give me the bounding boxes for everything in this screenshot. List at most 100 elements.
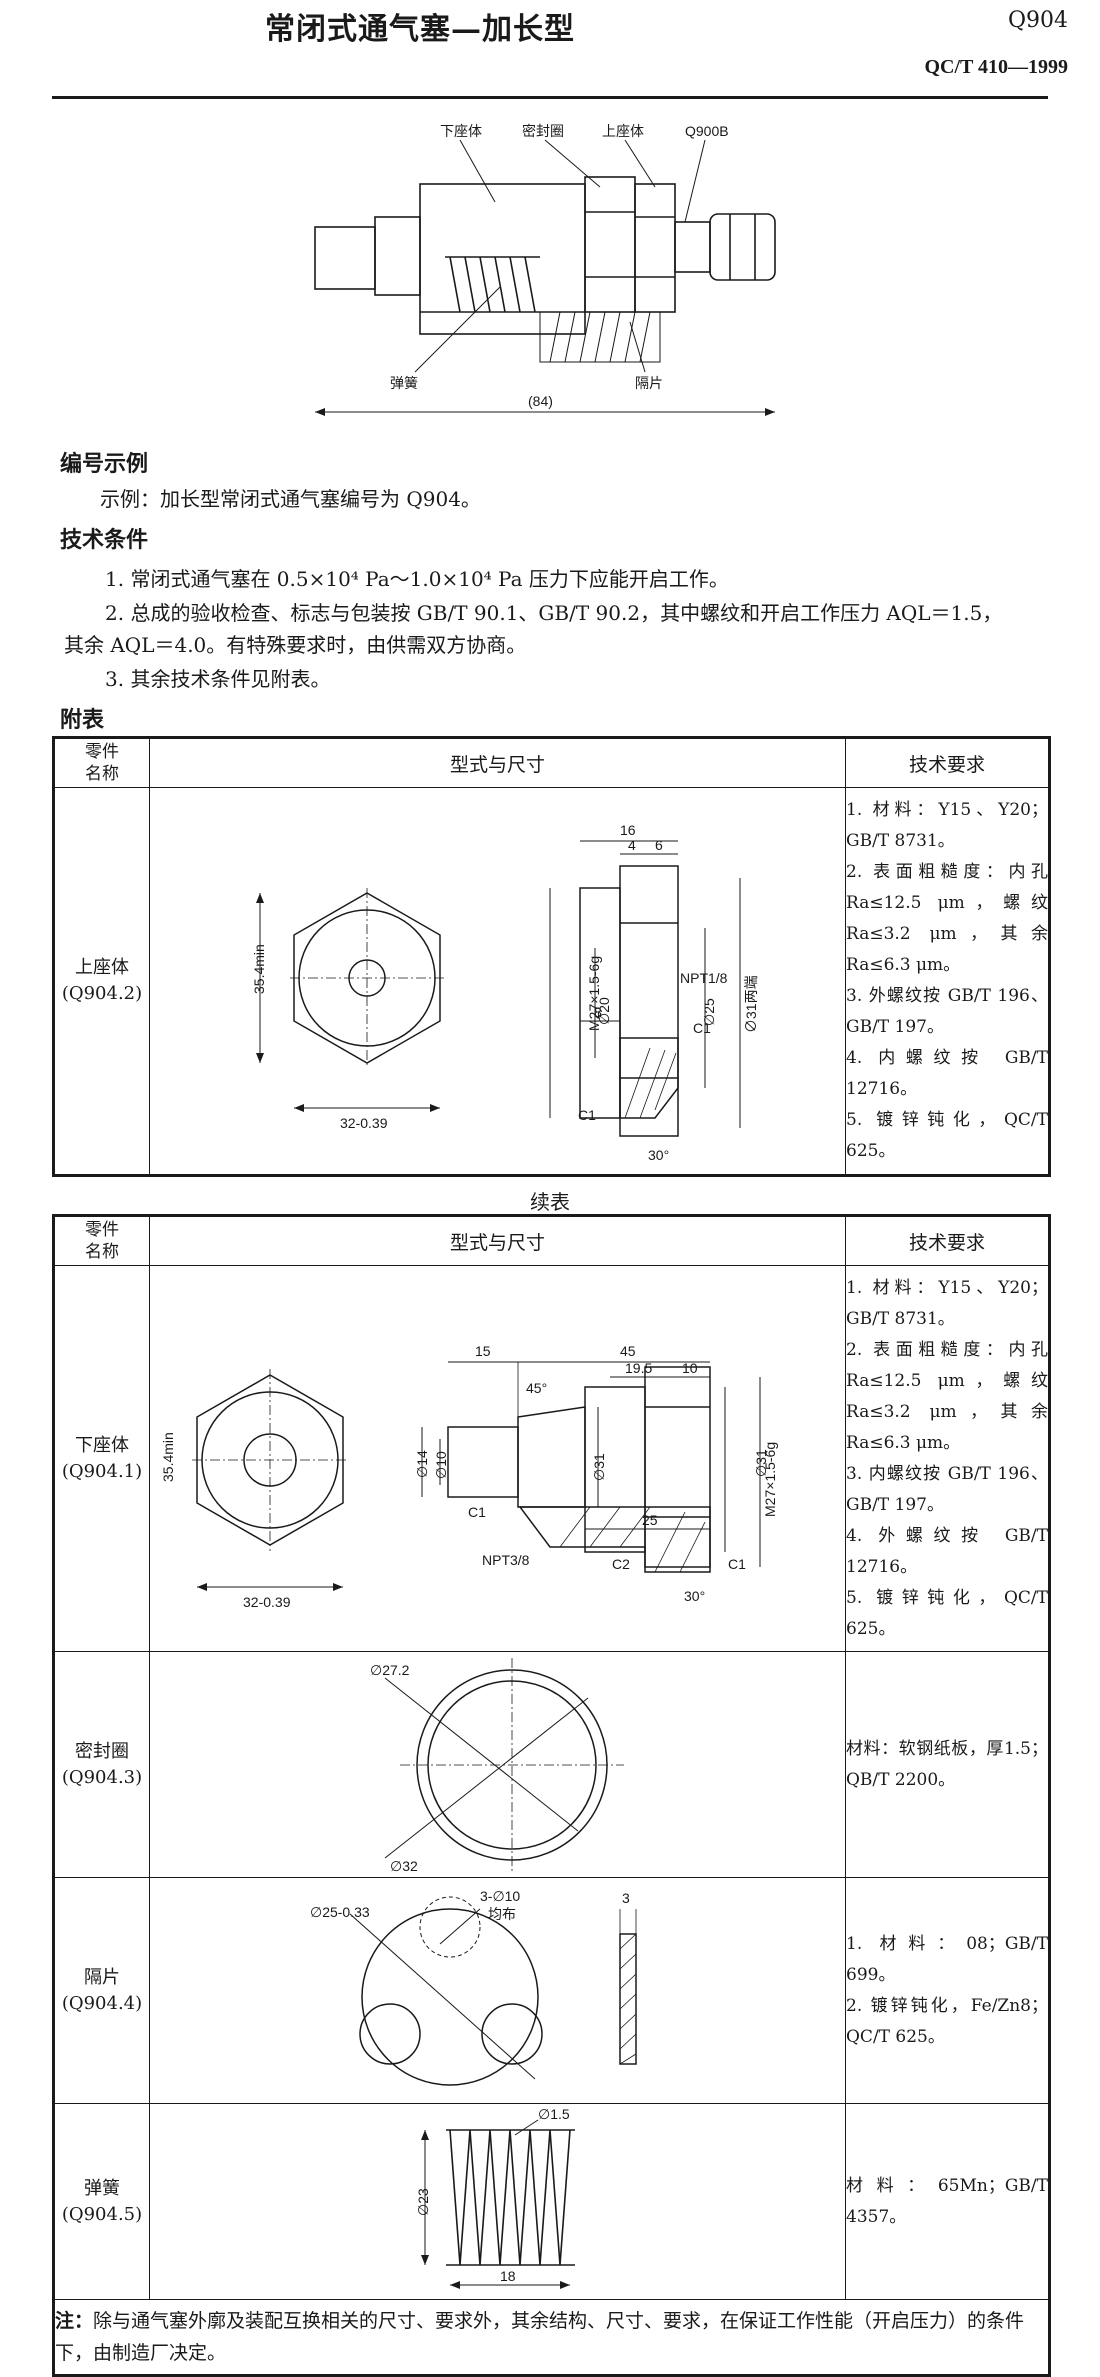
appendix-title: 附表 (60, 708, 105, 733)
upper-dim-thread: M27×1.5-6g (586, 956, 602, 1031)
spring-dim-wire: ∅1.5 (538, 2106, 570, 2122)
lower-dim-thread: M27×1.5-6g (762, 1441, 778, 1516)
req-spring-1: 材料：65Mn；GB/T 4357。 (846, 2175, 1048, 2227)
upper-dim-corners: 35.4min (251, 944, 267, 994)
upper-dim-phi31: ∅31两端 (743, 975, 759, 1033)
lower-dim-19-5: 19.5 (625, 1360, 652, 1376)
part-code: Q904 (1007, 8, 1068, 33)
upper-dim-4: 4 (628, 837, 636, 853)
assembly-neck (374, 216, 421, 296)
req-seal-1: 材料：软钢纸板，厚1.5；QB/T 2200。 (846, 1738, 1048, 1790)
upper-dim-npt: NPT1/8 (680, 970, 728, 986)
req-upper-5: 5. 镀锌钝化，QC/T 625。 (846, 1110, 1048, 1161)
upper-dim-16: 16 (620, 822, 636, 838)
assembly-hex-nut-1 (584, 176, 636, 313)
upper-section-hex (619, 865, 679, 1137)
part-name-spring: 弹簧 (Q904.5) (53, 2103, 150, 2300)
note-text: 除与通气塞外廓及装配互换相关的尺寸、要求外，其余结构、尺寸、要求，在保证工作性能… (55, 2310, 1025, 2364)
part-name-lower: 下座体 (Q904.1) (53, 1265, 150, 1652)
tech-item-1: 1. 常闭式通气塞在 0.5×10⁴ Pa～1.0×10⁴ Pa 压力下应能开启… (105, 567, 729, 591)
continued-table: 零件 名称 型式与尺寸 技术要求 下座体 (Q904.1) (52, 1214, 1051, 2377)
lower-dim-45deg: 45° (526, 1380, 547, 1396)
assembly-cap (674, 221, 711, 273)
spacer-dim-dia: ∅25-0.33 (310, 1904, 370, 1920)
spacer-dim-holes: 3-∅10 (480, 1888, 520, 1904)
header-form-size-2: 型式与尺寸 (149, 1215, 846, 1266)
lower-section-hatch (518, 1505, 711, 1573)
tech-title: 技术条件 (60, 528, 149, 553)
upper-dim-c1-left: C1 (578, 1107, 596, 1123)
tech-item-3: 3. 其余技术条件见附表。 (105, 667, 331, 691)
tech-item-2: 2. 总成的验收检查、标志与包装按 GB/T 90.1、GB/T 90.2，其中… (105, 601, 1003, 625)
lower-dim-c1-left: C1 (468, 1504, 486, 1520)
assembly-tube (314, 226, 376, 290)
lower-dim-phi31-b: ∅31 (753, 1449, 769, 1477)
table-note: 注：除与通气塞外廓及装配互换相关的尺寸、要求外，其余结构、尺寸、要求，在保证工作… (53, 2299, 1050, 2376)
upper-dim-angle: 30° (648, 1147, 669, 1163)
lower-dim-c2: C2 (612, 1556, 630, 1572)
lower-dim-phi10: ∅10 (433, 1451, 449, 1479)
req-lower-5: 5. 镀锌钝化，QC/T 625。 (846, 1587, 1048, 1639)
upper-section-hatch (619, 1037, 679, 1119)
upper-dim-6: 6 (655, 837, 663, 853)
label-spring: 弹簧 (390, 375, 418, 391)
spacer-hole-3 (481, 2002, 543, 2065)
req-spacer-2: 2. 镀锌钝化，Fe/Zn8；QC/T 625。 (846, 1995, 1048, 2047)
part-name-spacer: 隔片 (Q904.4) (53, 1877, 150, 2104)
spring-coils (446, 2128, 575, 2266)
lower-taper (517, 1405, 586, 1508)
header-rule (52, 96, 1048, 99)
req-lower-4: 4. 外螺纹按 GB/T 12716。 (846, 1525, 1048, 1577)
assembly-hex-nut-2 (634, 183, 676, 313)
seal-dim-inner: ∅27.2 (370, 1662, 410, 1678)
spacer-side-view (619, 1932, 637, 2065)
upper-dim-8: 8 (594, 1004, 602, 1020)
lower-dim-corners: 35.4min (160, 1432, 176, 1482)
lower-dim-phi14: ∅14 (414, 1450, 430, 1478)
upper-dim-phi20: ∅20 (596, 997, 612, 1025)
header-tech-req-2: 技术要求 (845, 1215, 1050, 1266)
numbering-example: 示例：加长型常闭式通气塞编号为 Q904。 (100, 487, 481, 511)
lower-dim-c1-right: C1 (728, 1556, 746, 1572)
drawing-seal-ring: ∅27.2 ∅32 (149, 1651, 846, 1878)
req-upper: 1. 材料：Y15、Y20；GB/T 8731。 2. 表面粗糙度：内孔 Ra≤… (845, 787, 1050, 1176)
spacer-hole-1 (419, 1896, 481, 1957)
spring-dim-len: 18 (500, 2268, 516, 2284)
label-part-ref: Q900B (685, 123, 729, 139)
req-upper-1: 1. 材料：Y15、Y20；GB/T 8731。 (846, 800, 1048, 851)
numbering-title: 编号示例 (60, 452, 149, 477)
label-seal-ring: 密封圈 (522, 123, 564, 139)
assembly-valve (709, 213, 776, 281)
seal-dim-outer: ∅32 (390, 1858, 418, 1874)
header-form-size: 型式与尺寸 (149, 737, 846, 788)
header-part-name-2: 零件 名称 (53, 1215, 150, 1266)
lower-dim-45: 45 (620, 1343, 636, 1359)
req-lower-2: 2. 表面粗糙度：内孔 Ra≤12.5 μm，螺纹 Ra≤3.2 μm，其余 R… (846, 1339, 1048, 1453)
req-lower: 1. 材料：Y15、Y20；GB/T 8731。 2. 表面粗糙度：内孔 Ra≤… (845, 1265, 1050, 1652)
header-part-name: 零件 名称 (53, 737, 150, 788)
req-spring: 材料：65Mn；GB/T 4357。 (845, 2103, 1050, 2300)
page-title: 常闭式通气塞—加长型 (265, 12, 575, 47)
spacer-dim-even: 均布 (488, 1906, 516, 1922)
part-name-upper: 上座体 (Q904.2) (53, 787, 150, 1176)
label-length: (84) (528, 393, 553, 409)
req-upper-2: 2. 表面粗糙度：内孔 Ra≤12.5 μm，螺纹 Ra≤3.2 μm，其余 R… (846, 862, 1048, 975)
continued-title: 续表 (530, 1190, 570, 1214)
lower-dim-npt: NPT3/8 (482, 1552, 530, 1568)
appendix-table: 零件 名称 型式与尺寸 技术要求 上座体 (Q904.2) (52, 736, 1051, 1177)
spring-dim-dia: ∅23 (415, 2188, 431, 2216)
lower-dim-15: 15 (475, 1343, 491, 1359)
spacer-hole-2 (359, 2002, 421, 2065)
req-lower-1: 1. 材料：Y15、Y20；GB/T 8731。 (846, 1277, 1048, 1329)
lower-dim-flats: 32-0.39 (243, 1594, 291, 1610)
label-lower-seat: 下座体 (440, 123, 482, 139)
lower-dim-25: 25 (642, 1512, 658, 1528)
drawing-upper-seat: 35.4min 32-0.39 16 4 6 M27×1.5-6g ∅20 ∅2… (149, 787, 846, 1176)
label-upper-seat: 上座体 (602, 123, 644, 139)
lower-tube (447, 1425, 519, 1498)
drawing-lower-seat: 35.4min 32-0.39 15 45 19.5 10 45° ∅14 ∅1… (149, 1265, 846, 1652)
drawing-spring: ∅1.5 ∅23 18 (149, 2103, 846, 2300)
header-tech-req: 技术要求 (845, 737, 1050, 788)
part-name-seal: 密封圈 (Q904.3) (53, 1651, 150, 1878)
drawing-spacer: ∅25-0.33 3-∅10 均布 3 (149, 1877, 846, 2104)
